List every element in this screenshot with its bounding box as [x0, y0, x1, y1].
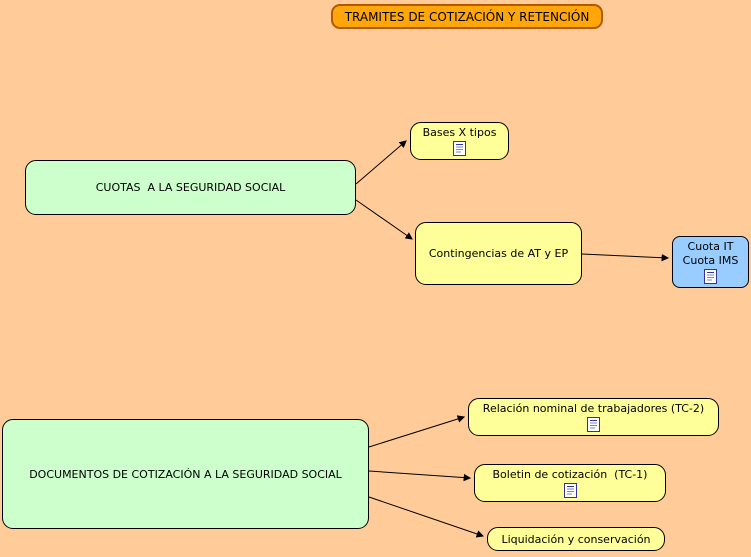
concept-label-line1: Cuota IT — [687, 240, 734, 253]
concept-contingencias-at-ep[interactable]: Contingencias de AT y EP — [415, 222, 582, 285]
concept-label: Boletin de cotización (TC-1) — [492, 468, 648, 481]
concept-label: Contingencias de AT y EP — [428, 247, 569, 260]
document-resource-icon[interactable] — [563, 483, 578, 498]
concept-label: Liquidación y conservación — [501, 532, 651, 546]
map-title-label: TRAMITES DE COTIZACIÓN Y RETENCIÓN — [344, 9, 590, 24]
concept-cuota-it-ims[interactable]: Cuota IT Cuota IMS — [672, 236, 749, 288]
concept-boletin-cotizacion-tc1[interactable]: Boletin de cotización (TC-1) — [474, 464, 666, 502]
concept-label: DOCUMENTOS DE COTIZACIÓN A LA SEGURIDAD … — [29, 467, 342, 481]
concept-label: Bases X tipos — [422, 126, 497, 139]
concept-label: Relación nominal de trabajadores (TC-2) — [482, 402, 705, 415]
concept-label: CUOTAS A LA SEGURIDAD SOCIAL — [95, 181, 286, 194]
map-title-node[interactable]: TRAMITES DE COTIZACIÓN Y RETENCIÓN — [331, 4, 603, 29]
concept-liquidacion-conservacion[interactable]: Liquidación y conservación — [487, 527, 665, 551]
document-resource-icon[interactable] — [586, 417, 601, 432]
concept-label-line2: Cuota IMS — [682, 254, 739, 267]
concept-bases-x-tipos[interactable]: Bases X tipos — [410, 122, 509, 160]
concept-relacion-nominal-tc2[interactable]: Relación nominal de trabajadores (TC-2) — [468, 398, 719, 436]
concept-documentos-cotizacion[interactable]: DOCUMENTOS DE COTIZACIÓN A LA SEGURIDAD … — [2, 419, 369, 529]
document-resource-icon[interactable] — [703, 269, 718, 284]
concept-cuotas-seguridad-social[interactable]: CUOTAS A LA SEGURIDAD SOCIAL — [25, 160, 356, 215]
document-resource-icon[interactable] — [452, 141, 467, 156]
